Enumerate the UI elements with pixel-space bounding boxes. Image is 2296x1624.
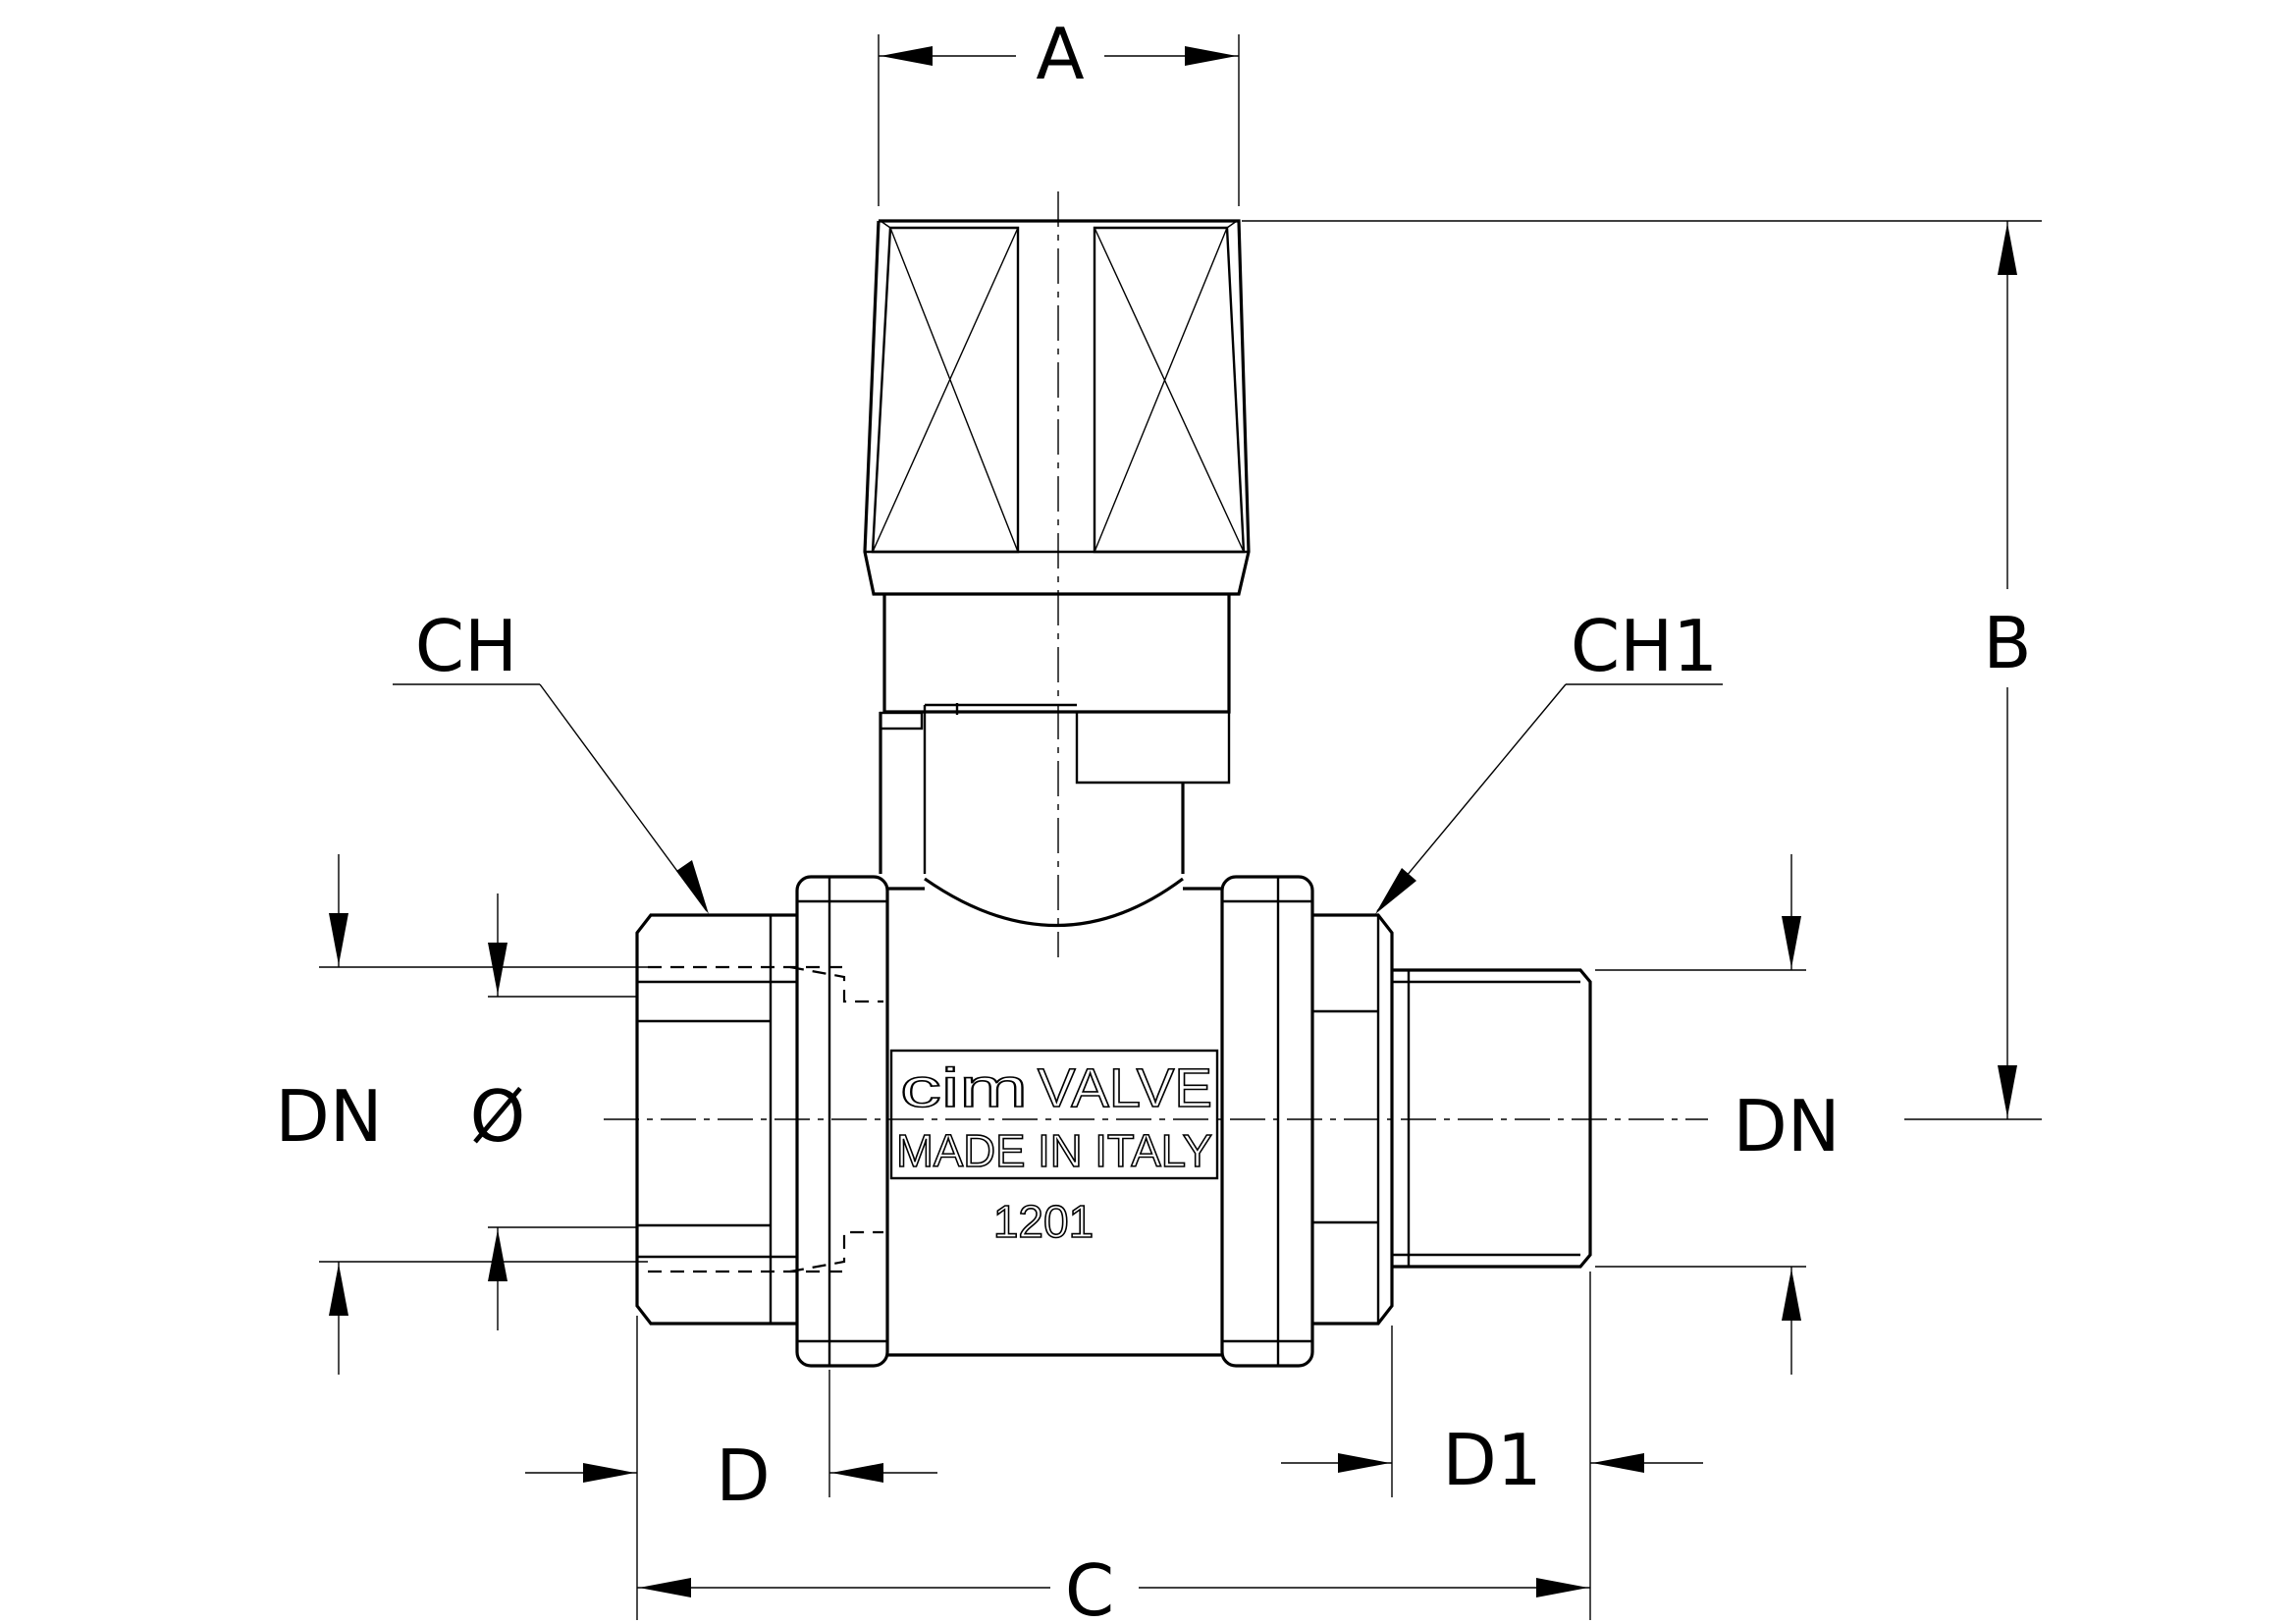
marking-origin: MADE IN ITALY	[896, 1125, 1212, 1176]
valve-body	[795, 875, 1314, 1368]
left-hex-end	[635, 913, 883, 1326]
marking-product: VALVE	[1038, 1056, 1212, 1118]
right-hex-end	[1312, 913, 1592, 1326]
dim-label-c: C	[1065, 1549, 1114, 1624]
center-lines	[604, 191, 1708, 1120]
dimension-lines	[319, 34, 2042, 1620]
dim-label-d1: D1	[1442, 1419, 1541, 1501]
dim-label-ch: CH	[415, 605, 517, 687]
valve-handle	[863, 219, 1251, 874]
dim-label-b: B	[1983, 602, 2031, 684]
dimension-label-group: A B C D D1 CH CH1 DN Ø DN	[275, 13, 2042, 1624]
dim-label-ch1: CH1	[1571, 605, 1718, 687]
dim-label-d: D	[716, 1435, 770, 1517]
dim-label-diameter: Ø	[470, 1075, 526, 1158]
dim-label-dn-left: DN	[275, 1075, 382, 1158]
dim-label-dn-right: DN	[1733, 1085, 1840, 1167]
marking-code: 1201	[993, 1196, 1094, 1247]
dim-label-a: A	[1036, 13, 1084, 95]
body-marking: cim VALVE MADE IN ITALY 1201	[895, 1056, 1213, 1248]
marking-brand: cim	[900, 1056, 1028, 1118]
